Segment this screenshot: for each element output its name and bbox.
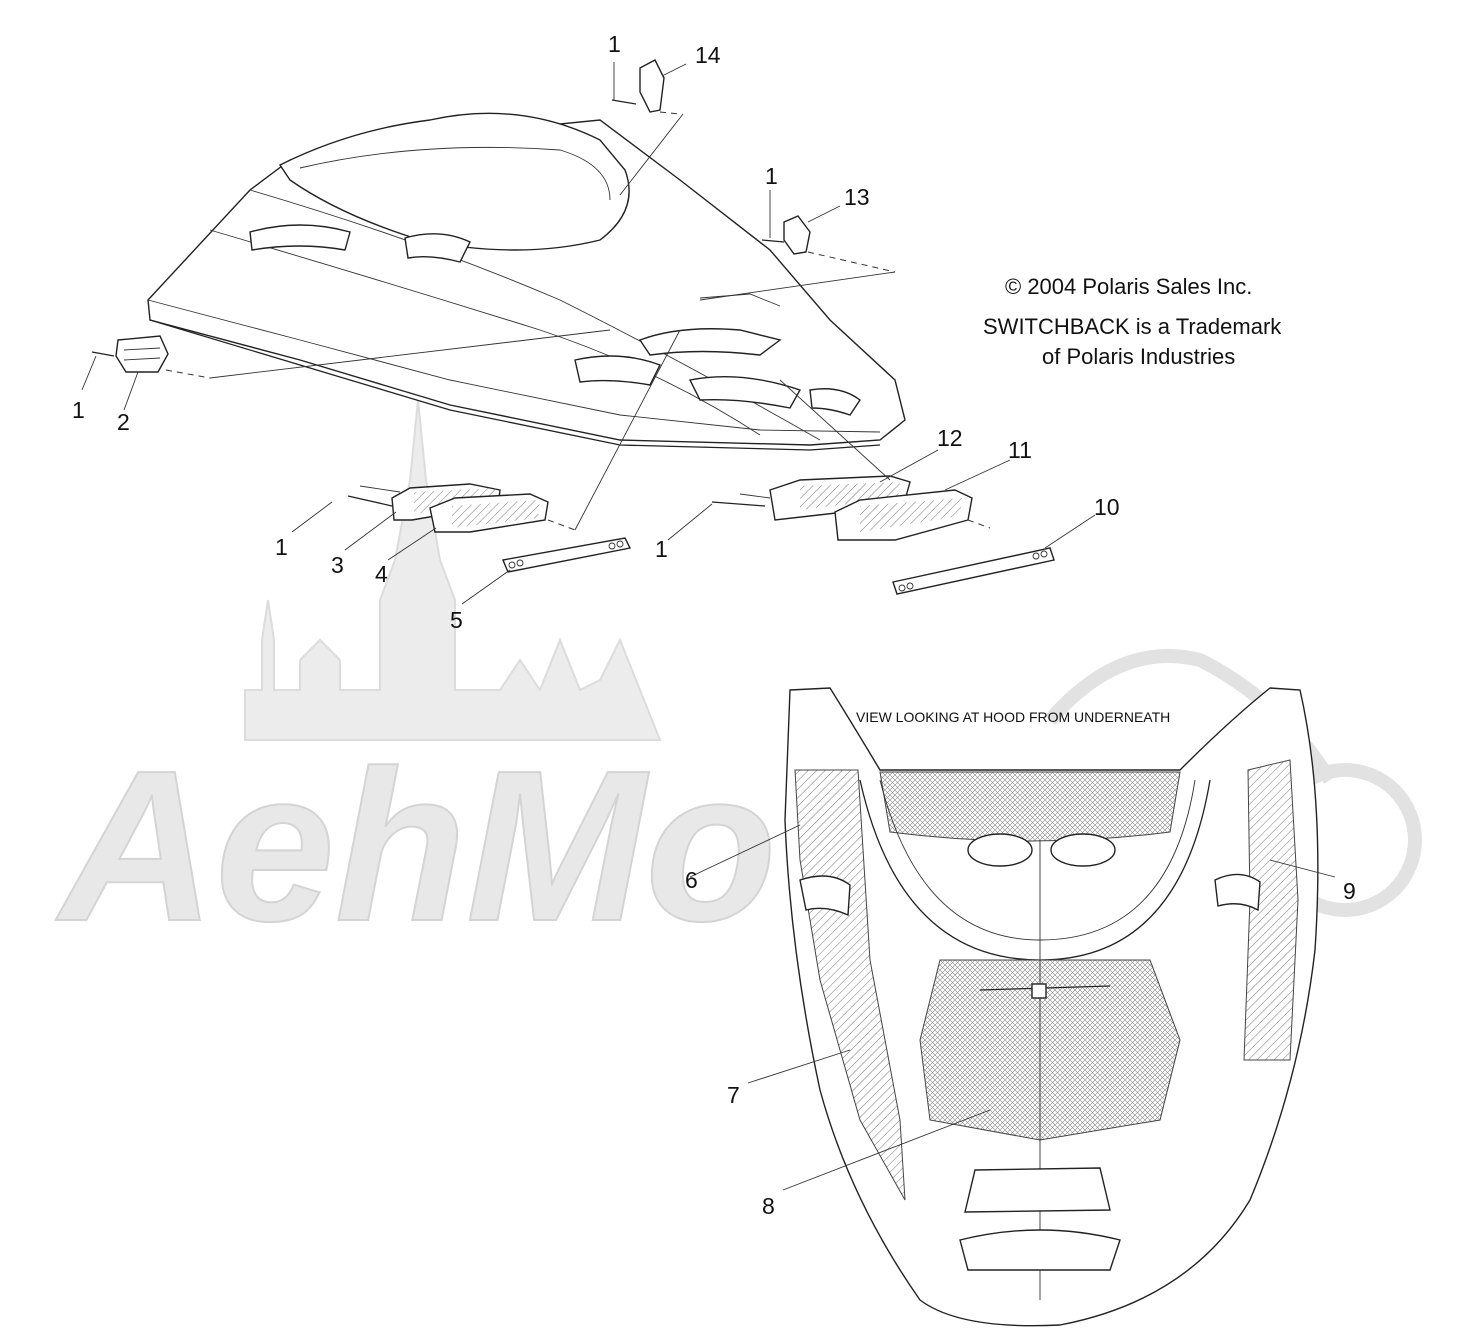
copyright-note: © 2004 Polaris Sales Inc. bbox=[1005, 274, 1252, 299]
part-5-plate bbox=[502, 537, 632, 573]
callout-1: 1 bbox=[765, 163, 778, 189]
part-11-louver bbox=[711, 379, 991, 541]
callout-7: 7 bbox=[727, 1082, 740, 1108]
callout-numbers: 1 14 1 13 1 2 12 11 10 1 3 4 5 1 6 9 7 8 bbox=[72, 31, 1356, 1219]
callout-6: 6 bbox=[685, 867, 698, 893]
watermark-text: AehMo bbox=[55, 725, 777, 966]
callout-1: 1 bbox=[608, 31, 621, 57]
watermark: AehMo bbox=[54, 399, 1422, 967]
hood-assembly bbox=[147, 112, 906, 451]
callout-1: 1 bbox=[275, 534, 288, 560]
callout-2: 2 bbox=[117, 409, 130, 435]
part-4-louver bbox=[347, 329, 681, 533]
part-13-vent bbox=[699, 215, 896, 301]
callout-4: 4 bbox=[375, 561, 388, 587]
trademark-line-1: SWITCHBACK is a Trademark bbox=[983, 314, 1282, 339]
part-10-plate bbox=[892, 547, 1055, 595]
callout-5: 5 bbox=[450, 607, 463, 633]
callout-3: 3 bbox=[331, 552, 344, 578]
callout-11: 11 bbox=[1008, 437, 1032, 463]
callout-13: 13 bbox=[844, 184, 870, 210]
callout-8: 8 bbox=[762, 1193, 775, 1219]
callout-1: 1 bbox=[72, 397, 85, 423]
callout-9: 9 bbox=[1343, 878, 1356, 904]
hood-underside-view bbox=[689, 687, 1336, 1327]
callout-1: 1 bbox=[655, 536, 668, 562]
trademark-line-2: of Polaris Industries bbox=[1042, 344, 1235, 369]
part-14-vent bbox=[611, 59, 684, 196]
view-note: VIEW LOOKING AT HOOD FROM UNDERNEATH bbox=[856, 709, 1170, 725]
callout-14: 14 bbox=[695, 42, 721, 68]
part-12-louver bbox=[769, 475, 911, 521]
part-2-vent bbox=[91, 329, 611, 379]
callout-leaders bbox=[81, 62, 1096, 605]
callout-12: 12 bbox=[937, 425, 963, 451]
callout-10: 10 bbox=[1094, 494, 1120, 520]
